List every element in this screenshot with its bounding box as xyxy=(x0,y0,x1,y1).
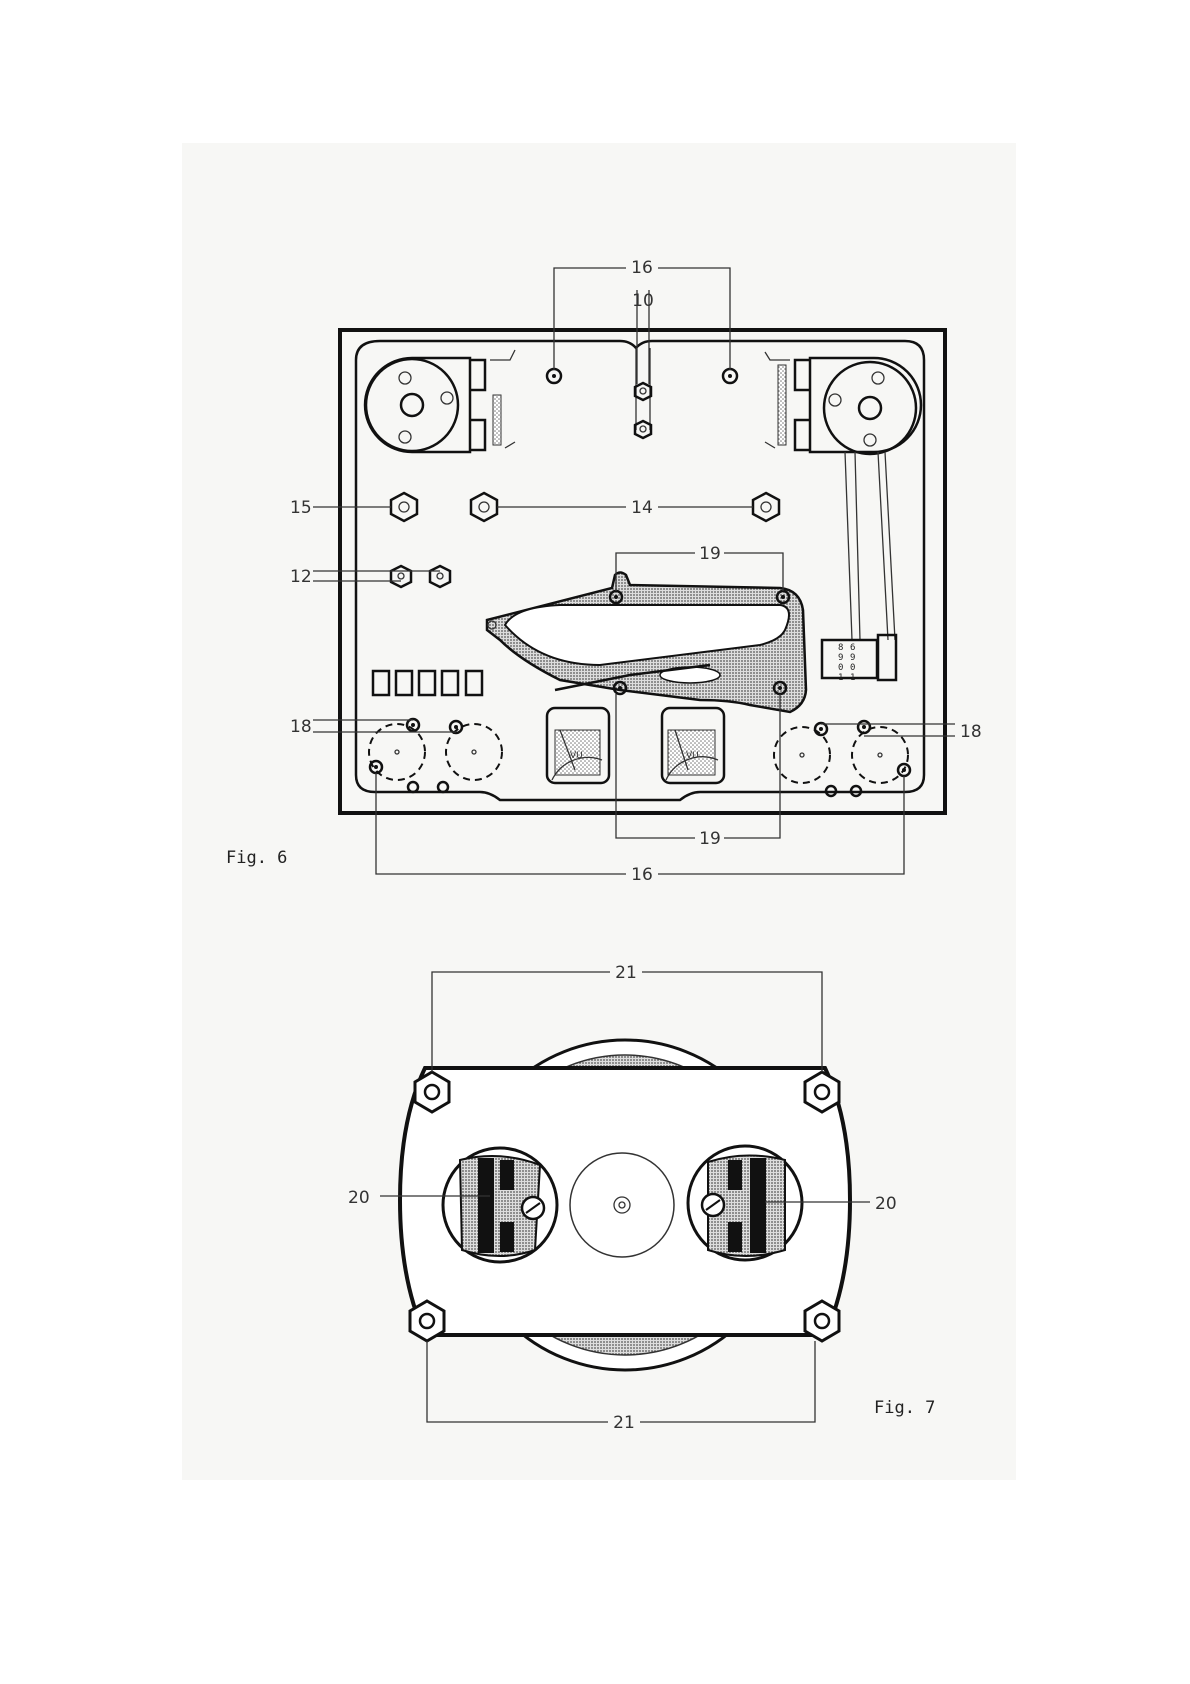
left-reel-disc xyxy=(366,359,458,451)
counter-digit: 0 xyxy=(838,663,843,673)
nut-10-lower xyxy=(635,421,651,438)
counter-reset-wheel xyxy=(878,635,896,680)
left-reel-hole xyxy=(441,392,453,404)
nut-14-right xyxy=(753,493,779,521)
callout-19-top: 19 xyxy=(699,544,721,564)
callout-15: 15 xyxy=(290,498,312,518)
left-tension-spring xyxy=(493,395,501,445)
callout-10: 10 xyxy=(632,291,654,311)
figure-6-caption: Fig. 6 xyxy=(226,848,287,868)
control-knobs xyxy=(369,719,910,796)
callout-14: 14 xyxy=(631,498,653,518)
left-reel-hole xyxy=(399,372,411,384)
counter-digit: 0 xyxy=(850,663,855,673)
nut-21-top-left xyxy=(415,1072,449,1112)
transport-button xyxy=(373,671,389,695)
left-spindle xyxy=(401,394,423,416)
nut-12-left xyxy=(391,566,411,587)
left-reel-hole xyxy=(399,431,411,443)
transport-button xyxy=(419,671,435,695)
head-cover-plate xyxy=(487,573,806,713)
nut-14-left xyxy=(471,493,497,521)
counter-digit: 8 xyxy=(838,643,843,653)
counter-digit: 9 xyxy=(838,653,843,663)
nut-21-top-right xyxy=(805,1072,839,1112)
right-reel-hole xyxy=(864,434,876,446)
vu-label-left: VU xyxy=(570,751,583,761)
nut-21-bottom-right xyxy=(805,1301,839,1341)
callout-12: 12 xyxy=(290,567,312,587)
right-tension-spring xyxy=(778,365,786,445)
counter-digit: 6 xyxy=(850,643,855,653)
transport-button xyxy=(442,671,458,695)
left-reel-assembly xyxy=(365,350,515,452)
callout-16-bottom: 16 xyxy=(631,865,653,885)
nut-21-bottom-left xyxy=(410,1301,444,1341)
right-reel-hole xyxy=(872,372,884,384)
counter-digit: 9 xyxy=(850,653,855,663)
right-reel-hole xyxy=(829,394,841,406)
counter-belt xyxy=(845,452,895,640)
callout-20-right: 20 xyxy=(875,1194,897,1214)
callout-16-top: 16 xyxy=(631,258,653,278)
right-brush-holder xyxy=(688,1146,802,1260)
rotor-cover xyxy=(570,1153,674,1257)
vu-label-right: VU xyxy=(686,751,699,761)
nut-15 xyxy=(391,493,417,521)
vu-meters: VU VU xyxy=(547,708,724,783)
tape-counter: 8 6 9 9 0 0 1 1 xyxy=(822,635,896,683)
deck-inner-plate xyxy=(356,341,924,800)
counter-digit: 1 xyxy=(838,673,843,683)
callout-21-bottom: 21 xyxy=(613,1413,635,1433)
callout-18-left: 18 xyxy=(290,717,312,737)
callout-18-right: 18 xyxy=(960,722,982,742)
nut-10-upper xyxy=(635,383,651,400)
head-slot xyxy=(636,348,650,430)
figure-7-caption: Fig. 7 xyxy=(874,1398,935,1418)
transport-button xyxy=(466,671,482,695)
callout-21-top: 21 xyxy=(615,963,637,983)
right-spindle xyxy=(859,397,881,419)
figure-7-motor-assembly: 21 20 20 21 Fig. 7 xyxy=(348,963,935,1433)
counter-digit: 1 xyxy=(850,673,855,683)
transport-buttons xyxy=(373,671,482,695)
left-brake-clamp xyxy=(470,360,485,450)
nut-12-right xyxy=(430,566,450,587)
transport-button xyxy=(396,671,412,695)
callout-19-bottom: 19 xyxy=(699,829,721,849)
figure-6-deck-plate: 8 6 9 9 0 0 1 1 VU xyxy=(226,258,982,885)
right-brake-clamp xyxy=(795,360,810,450)
right-reel-disc xyxy=(824,362,916,454)
left-brush-holder xyxy=(443,1148,557,1262)
callout-20-left: 20 xyxy=(348,1188,370,1208)
